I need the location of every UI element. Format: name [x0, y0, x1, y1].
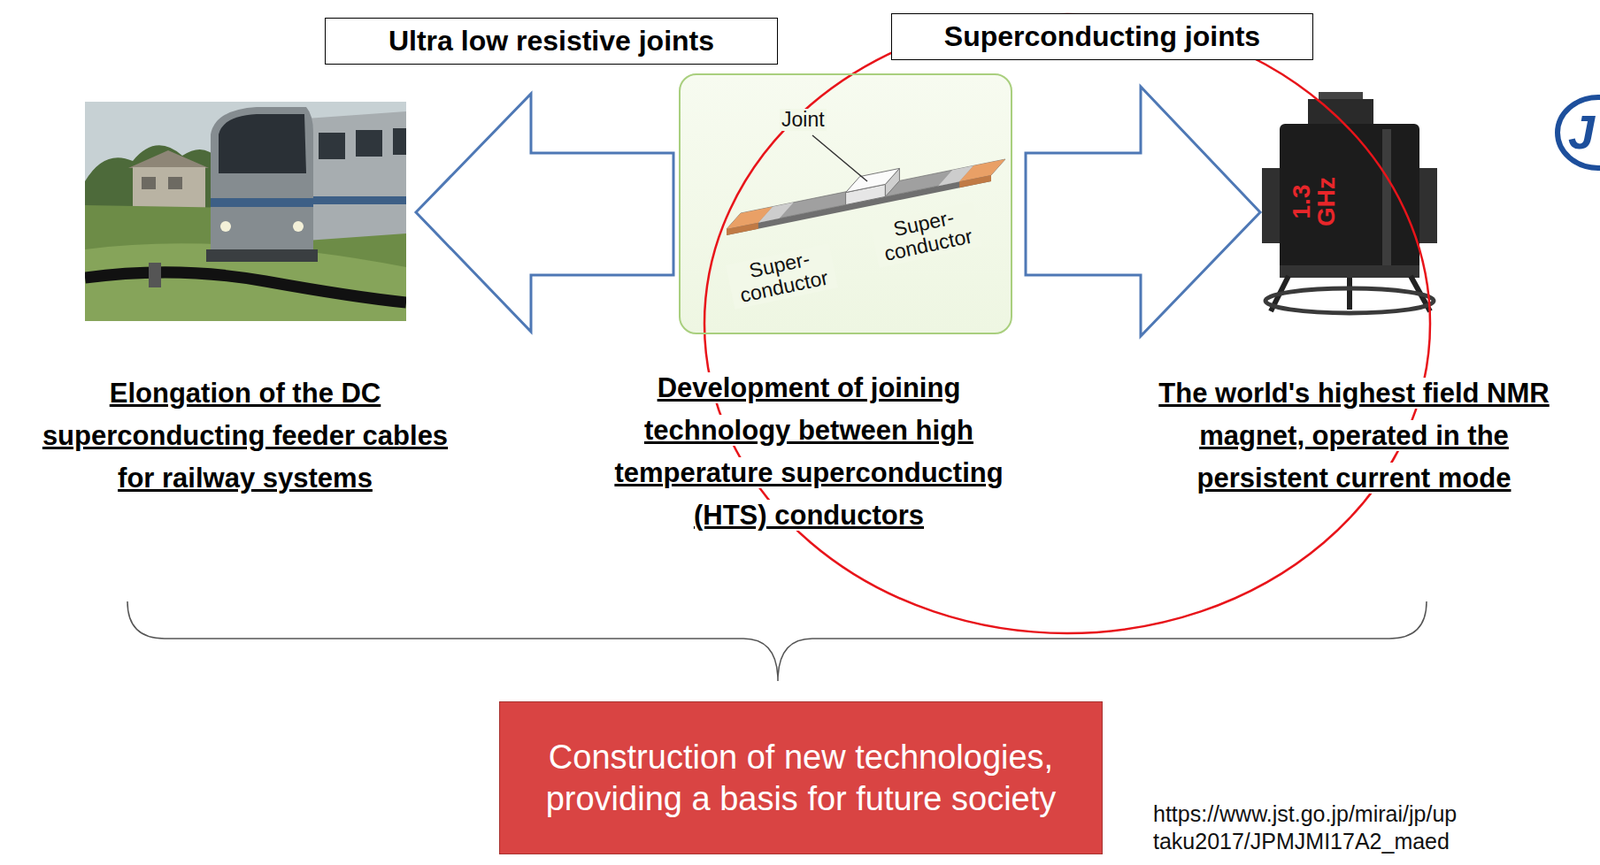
logo-ring [1557, 97, 1600, 169]
train-photo [84, 101, 407, 322]
conductor-label: Super- conductor [725, 243, 839, 309]
block-arrow-left [415, 93, 674, 332]
source-url: https://www.jst.go.jp/mirai/jp/up taku20… [1153, 801, 1457, 854]
joint-label: Joint [779, 108, 827, 131]
caption: Development of joining technology betwee… [614, 372, 1003, 531]
logo-letter: J [1568, 105, 1595, 159]
nmr-magnet [1261, 92, 1438, 314]
caption: Elongation of the DC superconducting fee… [42, 377, 448, 494]
caption: The world's highest field NMR magnet, op… [1158, 377, 1549, 494]
block-arrow-right [1025, 86, 1261, 337]
box-text: Superconducting joints [944, 20, 1261, 54]
panel-fill [679, 74, 1012, 334]
leader-line [812, 135, 868, 182]
frequency-label-block: 1.3 GHz [1289, 174, 1339, 230]
logo-letter-block: J [1568, 107, 1595, 156]
caption-block: The world's highest field NMR magnet, op… [1137, 372, 1571, 500]
box-text: Construction of new technologies, provid… [526, 737, 1076, 820]
joint-panel: JointSuper- conductorSuper- conductor [678, 73, 1013, 335]
brace [127, 601, 1427, 682]
box-text: Ultra low resistive joints [388, 24, 715, 58]
conductor-label: Super- conductor [869, 201, 983, 268]
summary-box: Construction of new technologies, provid… [499, 701, 1103, 855]
heading-box: Ultra low resistive joints [324, 17, 778, 65]
caption-block: Development of joining technology betwee… [605, 367, 1013, 538]
frequency-label: 1.3 GHz [1287, 176, 1340, 227]
heading-box: Superconducting joints [891, 13, 1314, 61]
caption-block: Elongation of the DC superconducting fee… [23, 372, 467, 500]
source-url-block: https://www.jst.go.jp/mirai/jp/up taku20… [1153, 800, 1587, 857]
highlight-ellipse [704, 14, 1431, 634]
